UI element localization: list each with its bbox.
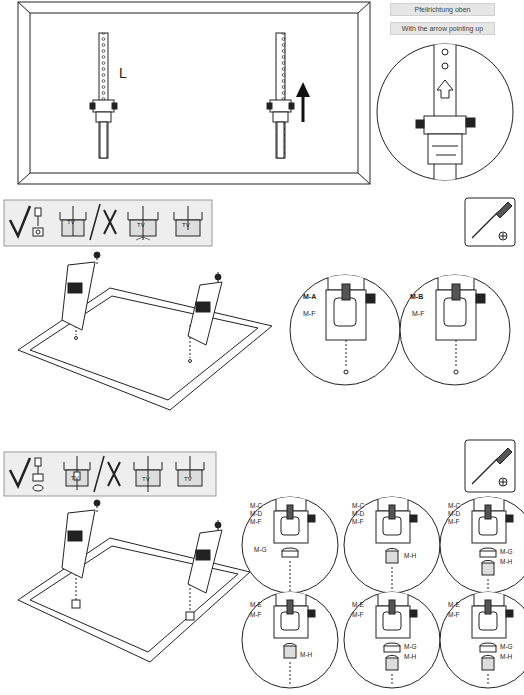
callout-label: M-E (352, 602, 364, 609)
detail-shape (480, 646, 496, 652)
callout-label: M-D (352, 511, 364, 518)
callout-label: M-F (448, 612, 460, 619)
detail-shape (386, 658, 398, 670)
part-label: TV (142, 476, 150, 482)
detail-shape (308, 610, 315, 617)
callout-label: M-F (448, 519, 460, 526)
detail-circle (242, 592, 338, 688)
detail-circle (344, 497, 440, 593)
callout-label: M-D (250, 511, 262, 518)
detail-shape (392, 567, 393, 591)
detail-shape (506, 610, 513, 617)
bracket-detail (376, 495, 417, 591)
callout-label: M-F (250, 612, 262, 619)
detail-shape (287, 600, 293, 614)
do-dont-strip (4, 200, 212, 246)
detail-shape (389, 600, 395, 614)
bracket-detail (274, 495, 315, 591)
detail-shape (480, 551, 496, 557)
detail-circle (344, 592, 440, 688)
caption-box: Pfeilrichtung oben (390, 3, 495, 16)
detail-shape (482, 563, 494, 575)
part-label: L (119, 66, 127, 80)
callout-label: M-H (300, 652, 312, 659)
callout-label: M-G (404, 644, 417, 651)
detail-circle (440, 497, 524, 593)
detail-shape (386, 551, 398, 563)
bracket-detail (274, 590, 315, 686)
detail-shape (506, 515, 513, 522)
detail-circle (377, 40, 513, 190)
part-label: TV (67, 219, 75, 225)
bracket-detail (376, 590, 417, 686)
callout-label: M-G (254, 547, 267, 554)
detail-shape (383, 517, 401, 535)
detail-shape (281, 612, 299, 630)
do-dont-strip (4, 452, 216, 496)
tv-panel (18, 252, 272, 410)
part-label: TV (182, 222, 190, 228)
callout-label: M-E (448, 602, 460, 609)
detail-shape (384, 646, 400, 652)
callout-label: M-F (412, 310, 424, 317)
detail-shape (488, 674, 489, 686)
detail-shape (281, 517, 299, 535)
detail-shape (485, 600, 491, 614)
callout-label: M-E (250, 602, 262, 609)
bracket-detail (472, 495, 513, 591)
callout-label: M-F (303, 310, 315, 317)
detail-shape (488, 579, 489, 591)
detail-shape (482, 658, 494, 670)
wall-frame (18, 2, 370, 184)
detail-shape (485, 505, 491, 519)
callout-label: M-G (500, 549, 513, 556)
detail-shape (290, 662, 291, 686)
callout-label: M-D (448, 511, 460, 518)
callout-label: M-H (500, 559, 512, 566)
caption-text: With the arrow pointing up (402, 25, 483, 32)
callout-label: M-C (250, 503, 262, 510)
tv-panel (18, 500, 250, 662)
detail-circle (290, 270, 510, 385)
detail-shape (410, 610, 417, 617)
detail-circle (242, 497, 338, 593)
callout-label: M-H (404, 654, 416, 661)
detail-circle (440, 592, 524, 688)
detail-shape (290, 561, 291, 591)
callout-label: M-A (303, 293, 316, 300)
bracket-detail (472, 590, 513, 686)
caption-text: Pfeilrichtung oben (414, 6, 470, 13)
callout-label: M-G (500, 644, 513, 651)
callout-label: M-F (250, 519, 262, 526)
detail-shape (282, 551, 298, 557)
detail-shape (479, 517, 497, 535)
detail-shape (383, 612, 401, 630)
detail-shape (410, 515, 417, 522)
up-arrow (296, 82, 310, 122)
wall-rail (90, 33, 294, 158)
detail-shape (392, 674, 393, 686)
detail-shape (389, 505, 395, 519)
callout-label: M-F (352, 612, 364, 619)
part-label: TV (137, 222, 145, 228)
callout-label: M-H (500, 654, 512, 661)
detail-shape (284, 646, 296, 658)
detail-shape (308, 515, 315, 522)
callout-label: M-H (404, 553, 416, 560)
detail-shape (479, 612, 497, 630)
part-label: TV (71, 475, 79, 481)
detail-circle (242, 495, 524, 688)
callout-label: M-B (410, 293, 423, 300)
part-label: TV (184, 476, 192, 482)
callout-label: M-C (352, 503, 364, 510)
detail-shape (287, 505, 293, 519)
callout-label: M-C (448, 503, 460, 510)
callout-label: M-F (352, 519, 364, 526)
caption-box: With the arrow pointing up (390, 22, 495, 35)
